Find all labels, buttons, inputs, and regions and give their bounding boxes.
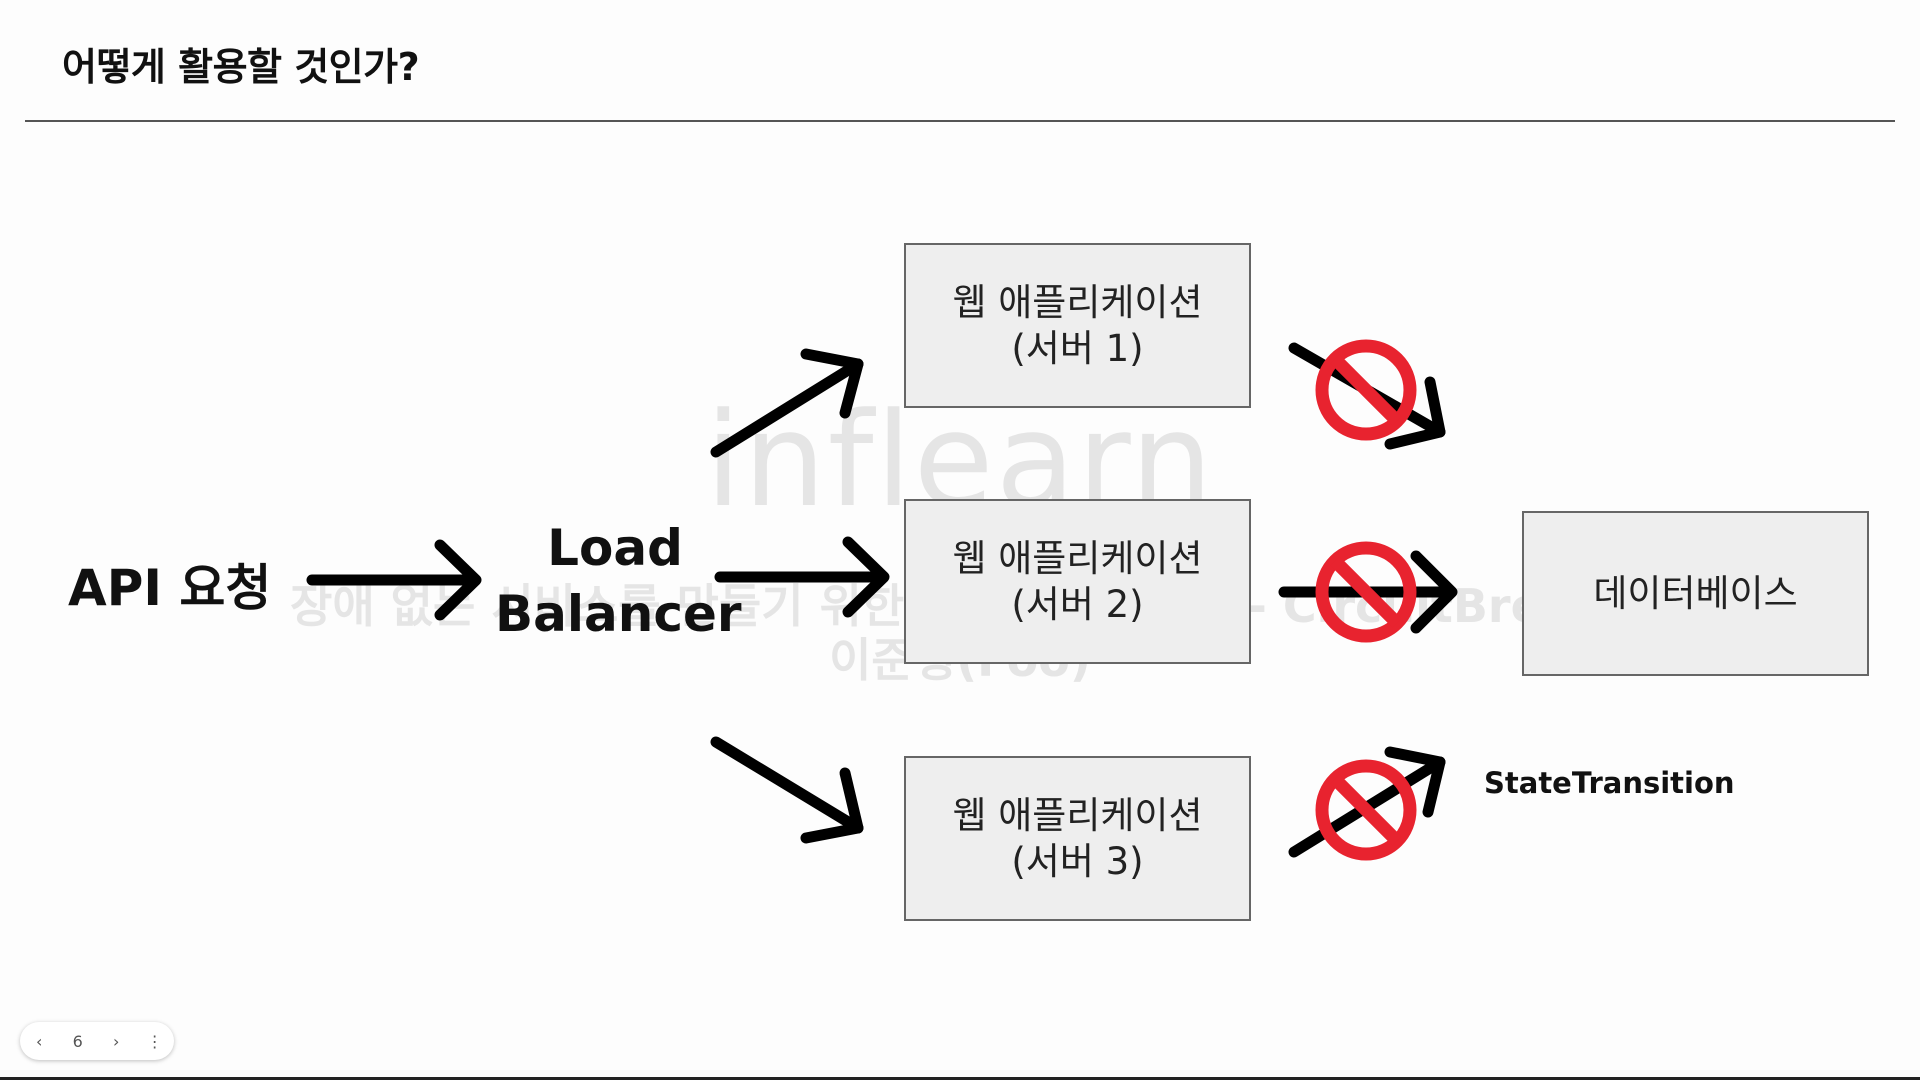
arrow-server3-to-state-head [1384,746,1446,818]
arrow-server1-to-db-head [1384,376,1446,450]
title-divider [25,120,1895,122]
arrow-api-to-lb-head [434,539,482,621]
server-3-title: 웹 애플리케이션 [952,793,1203,837]
server-2-title: 웹 애플리케이션 [952,536,1203,580]
server-box-3: 웹 애플리케이션 (서버 3) [904,756,1251,921]
bottom-border [0,1077,1920,1080]
server-3-subtitle: (서버 3) [1011,839,1144,883]
chevron-left-icon[interactable]: ‹ [36,1031,43,1051]
arrow-lb-to-server3-head [800,767,864,844]
load-balancer-line2: Balancer [495,585,742,643]
server-box-1: 웹 애플리케이션 (서버 1) [904,243,1251,408]
prohibited-icon-1 [1322,346,1410,434]
slide-title: 어떻게 활용할 것인가? [62,45,420,89]
load-balancer-label: Load Balancer [495,515,742,647]
slide-pager: ‹ 6 › ⋮ [20,1022,174,1060]
arrow-lb-to-server1-head [800,348,864,419]
server-2-subtitle: (서버 2) [1011,582,1144,626]
arrow-lb-to-server2-head [842,536,890,618]
load-balancer-line1: Load [547,519,683,577]
arrow-lb-to-server3 [710,736,864,834]
prohibited-icon-3 [1322,766,1410,854]
chevron-right-icon[interactable]: › [113,1031,120,1051]
database-box: 데이터베이스 [1522,511,1869,676]
api-request-label: API 요청 [68,559,272,617]
arrow-lb-to-server1 [710,358,864,458]
server-box-2: 웹 애플리케이션 (서버 2) [904,499,1251,664]
database-label: 데이터베이스 [1593,571,1798,615]
page-number: 6 [72,1031,83,1051]
arrow-server2-to-db-head [1410,550,1458,634]
server-1-title: 웹 애플리케이션 [952,280,1203,324]
server-1-subtitle: (서버 1) [1011,326,1144,370]
state-transition-label: StateTransition [1484,766,1735,800]
more-vertical-icon[interactable]: ⋮ [146,1031,163,1051]
